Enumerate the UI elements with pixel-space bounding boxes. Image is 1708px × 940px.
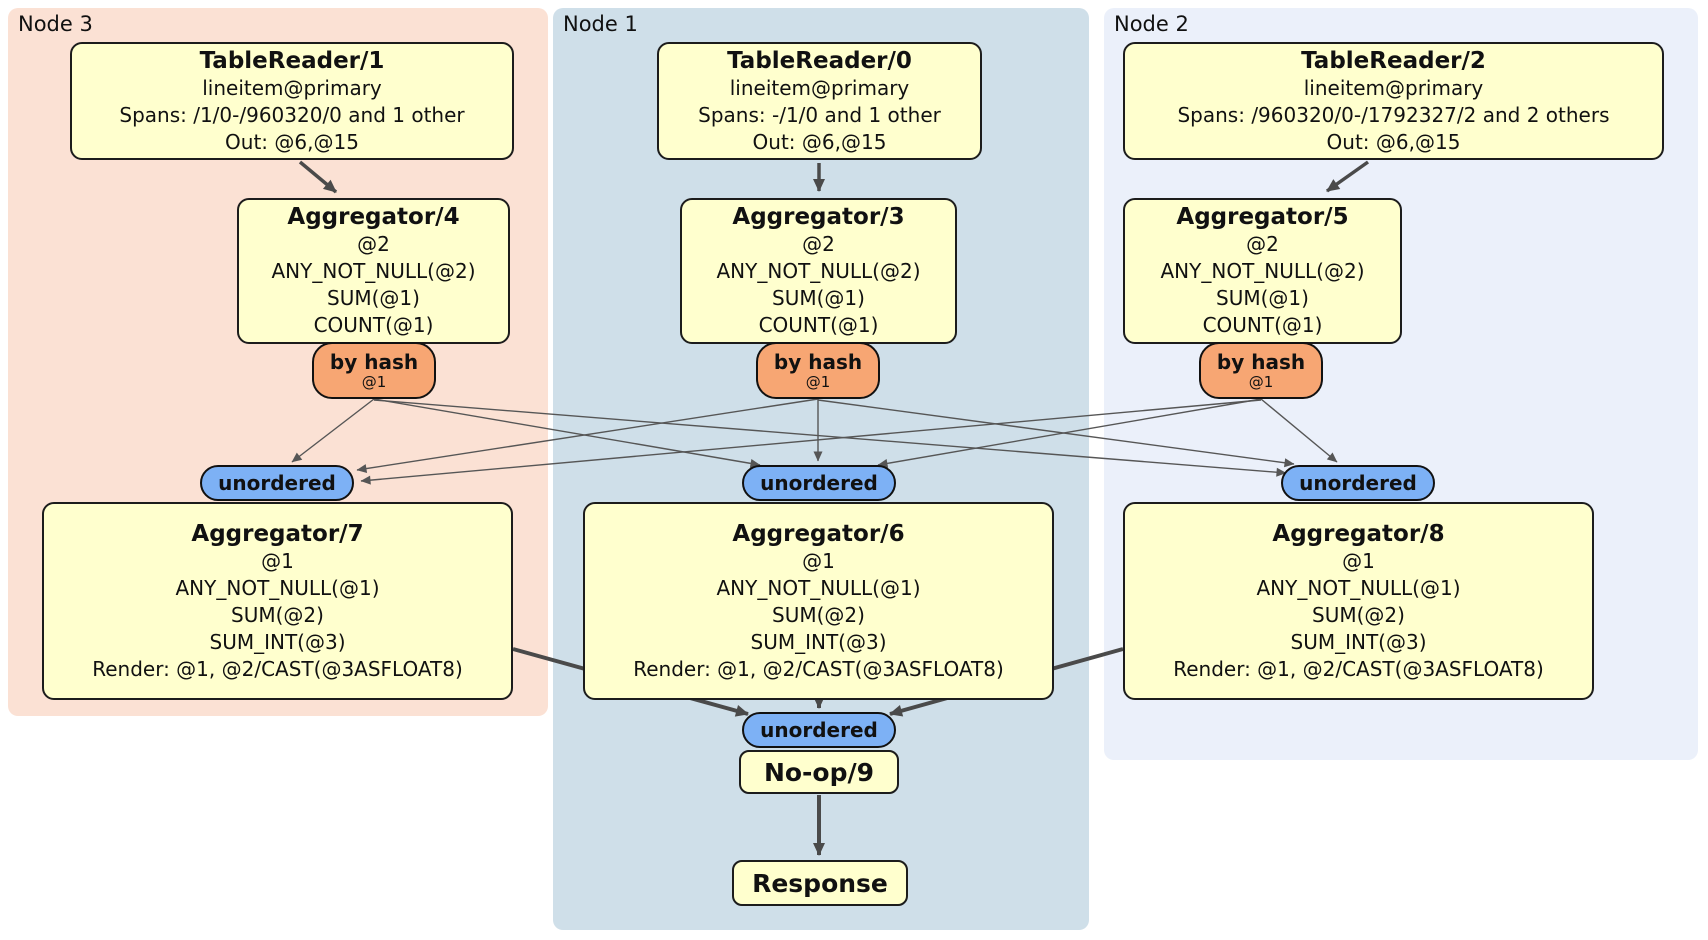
processor-title: TableReader/1	[199, 47, 385, 74]
processor-agg-fn: SUM(@1)	[772, 286, 865, 310]
processor-tablereader-2: TableReader/2 lineitem@primary Spans: /9…	[1123, 42, 1664, 160]
panel-label-node-2: Node 2	[1114, 12, 1189, 36]
processor-groupcol: @2	[1246, 232, 1279, 256]
edge-hash3-sync2	[373, 399, 1287, 477]
router-hash-key: @1	[805, 372, 831, 391]
sync-unordered-node1: unordered	[742, 465, 896, 501]
sync-label: unordered	[1299, 470, 1417, 495]
sync-unordered-node2: unordered	[1281, 465, 1435, 501]
processor-agg-fn: ANY_NOT_NULL(@2)	[271, 259, 476, 283]
processor-agg-fn: ANY_NOT_NULL(@1)	[175, 575, 380, 600]
sync-unordered-node3: unordered	[200, 465, 354, 501]
processor-title: Aggregator/3	[732, 204, 905, 230]
processor-noop-9: No-op/9	[739, 750, 899, 794]
processor-tablereader-0: TableReader/0 lineitem@primary Spans: -/…	[657, 42, 982, 160]
processor-groupcol: @1	[802, 548, 835, 573]
response-node: Response	[732, 860, 908, 906]
processor-agg-fn: SUM(@2)	[1312, 602, 1405, 627]
processor-spans: Spans: /960320/0-/1792327/2 and 2 others	[1177, 102, 1610, 127]
processor-spans: Spans: -/1/0 and 1 other	[698, 102, 941, 127]
processor-aggregator-6: Aggregator/6 @1 ANY_NOT_NULL(@1) SUM(@2)…	[583, 502, 1054, 700]
processor-agg-fn: ANY_NOT_NULL(@2)	[716, 259, 921, 283]
router-label: by hash	[329, 349, 419, 374]
processor-agg-fn: COUNT(@1)	[1202, 313, 1323, 337]
processor-out: Out: @6,@15	[752, 129, 887, 154]
processor-agg-fn: SUM(@1)	[327, 286, 420, 310]
processor-agg-fn: SUM(@2)	[772, 602, 865, 627]
edge-tr2-agg5	[1325, 160, 1370, 193]
processor-render-expr: Render: @1, @2/CAST(@3ASFLOAT8)	[1173, 656, 1544, 681]
sync-label: unordered	[218, 470, 336, 495]
processor-aggregator-4: Aggregator/4 @2 ANY_NOT_NULL(@2) SUM(@1)…	[237, 198, 510, 344]
processor-title: Aggregator/5	[1176, 204, 1349, 230]
processor-agg-fn: SUM_INT(@3)	[209, 629, 346, 654]
router-by-hash-node2: by hash @1	[1199, 342, 1323, 399]
router-hash-key: @1	[361, 372, 387, 391]
processor-agg-fn: ANY_NOT_NULL(@2)	[1160, 259, 1365, 283]
edge-hash2-sync1	[877, 398, 1262, 468]
edge-hash2-sync2	[1260, 398, 1338, 463]
processor-aggregator-7: Aggregator/7 @1 ANY_NOT_NULL(@1) SUM(@2)…	[42, 502, 513, 700]
edge-hash1-sync3	[356, 398, 819, 474]
processor-render-expr: Render: @1, @2/CAST(@3ASFLOAT8)	[92, 656, 463, 681]
processor-agg-fn: SUM(@2)	[231, 602, 324, 627]
processor-groupcol: @1	[261, 548, 294, 573]
processor-aggregator-8: Aggregator/8 @1 ANY_NOT_NULL(@1) SUM(@2)…	[1123, 502, 1594, 700]
processor-agg-fn: SUM_INT(@3)	[750, 629, 887, 654]
processor-groupcol: @1	[1342, 548, 1375, 573]
panel-label-node-1: Node 1	[563, 12, 638, 36]
processor-index: lineitem@primary	[1303, 75, 1484, 100]
processor-title: TableReader/2	[1301, 47, 1486, 74]
processor-title: Aggregator/7	[191, 520, 364, 547]
processor-aggregator-3: Aggregator/3 @2 ANY_NOT_NULL(@2) SUM(@1)…	[680, 198, 957, 344]
processor-render-expr: Render: @1, @2/CAST(@3ASFLOAT8)	[633, 656, 1004, 681]
processor-aggregator-5: Aggregator/5 @2 ANY_NOT_NULL(@2) SUM(@1)…	[1123, 198, 1402, 344]
processor-groupcol: @2	[802, 232, 835, 256]
processor-title: Aggregator/6	[732, 520, 905, 547]
edge-hash2-sync3	[360, 399, 1262, 485]
router-by-hash-node3: by hash @1	[312, 342, 436, 399]
edge-hash1-sync2	[817, 399, 1295, 468]
processor-agg-fn: SUM_INT(@3)	[1290, 629, 1427, 654]
router-hash-key: @1	[1248, 372, 1274, 391]
sync-label: unordered	[760, 470, 878, 495]
sync-unordered-final: unordered	[742, 712, 896, 748]
processor-agg-fn: COUNT(@1)	[313, 313, 434, 337]
processor-index: lineitem@primary	[202, 75, 382, 100]
processor-agg-fn: ANY_NOT_NULL(@1)	[1256, 575, 1461, 600]
router-label: by hash	[773, 349, 863, 374]
processor-out: Out: @6,@15	[1326, 129, 1461, 154]
processor-title: Aggregator/4	[287, 204, 460, 230]
processor-tablereader-1: TableReader/1 lineitem@primary Spans: /1…	[70, 42, 514, 160]
processor-agg-fn: SUM(@1)	[1216, 286, 1309, 310]
processor-index: lineitem@primary	[729, 75, 910, 100]
router-label: by hash	[1216, 349, 1306, 374]
processor-spans: Spans: /1/0-/960320/0 and 1 other	[119, 102, 465, 127]
processor-groupcol: @2	[357, 232, 390, 256]
processor-out: Out: @6,@15	[225, 129, 359, 154]
panel-label-node-3: Node 3	[18, 12, 93, 36]
processor-agg-fn: ANY_NOT_NULL(@1)	[716, 575, 921, 600]
edge-hash3-sync3	[291, 398, 375, 463]
processor-agg-fn: COUNT(@1)	[758, 313, 879, 337]
processor-title: TableReader/0	[727, 47, 912, 74]
router-by-hash-node1: by hash @1	[756, 342, 880, 399]
sync-label: unordered	[760, 717, 878, 742]
processor-title: Aggregator/8	[1272, 520, 1445, 547]
edge-tr1-agg4	[298, 160, 338, 194]
edge-hash3-sync1	[373, 398, 761, 468]
